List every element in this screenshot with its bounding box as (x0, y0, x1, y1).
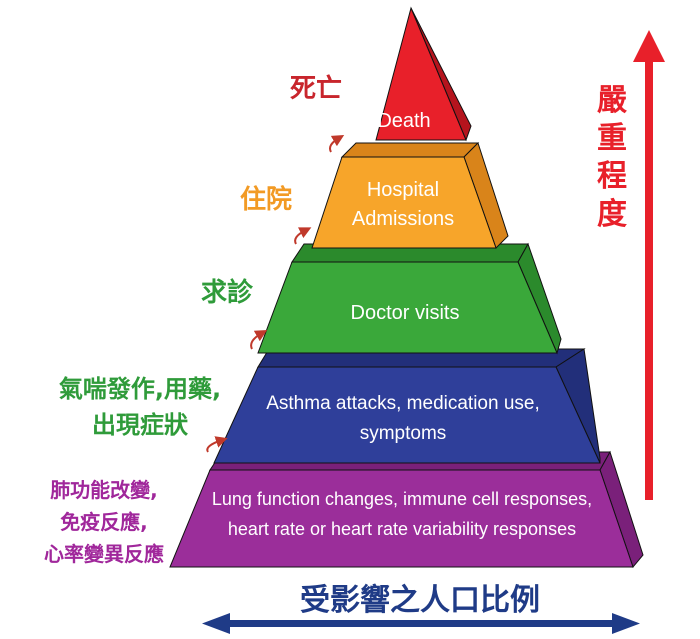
tier-lung-label-line-1: Lung function changes, immune cell respo… (212, 489, 592, 509)
tier-lung-front-face (169, 469, 634, 568)
progress-arrow-4 (329, 134, 345, 153)
zh-label-hospital-line-1: 住院 (240, 184, 292, 215)
tier-death-label-line-1: Death (377, 110, 430, 132)
progress-arrow-3 (294, 227, 312, 245)
severity-label-char: 嚴 (597, 83, 627, 118)
population-axis-label: 受影響之人口比例 (300, 583, 540, 618)
severity-arrow-head (633, 30, 665, 62)
zh-label-death-line-1: 死亡 (290, 73, 342, 104)
tier-hospital-top-face (340, 142, 480, 158)
tier-doctor-label-line-1: Doctor visits (351, 302, 460, 324)
severity-label-char: 度 (597, 197, 627, 232)
zh-label-lung-line-1: 肺功能改變, (50, 478, 158, 502)
tier-death-front-face (375, 6, 467, 141)
population-axis: 受影響之人口比例 (202, 583, 640, 634)
tier-lung-label-line-2: heart rate or heart rate variability res… (228, 519, 576, 539)
severity-arrow-shaft (645, 60, 653, 500)
tier-hospital-front-face (311, 156, 497, 249)
population-arrow-shaft (215, 620, 620, 627)
tier-doctor-front-face (257, 261, 558, 354)
progress-arrow-2 (250, 330, 268, 350)
tier-lung: Lung function changes, immune cell respo… (169, 450, 644, 569)
severity-axis-label: 嚴重程度 (597, 83, 627, 232)
population-arrow-head-left (202, 613, 230, 634)
severity-label-char: 重 (597, 121, 627, 156)
tier-asthma-label-line-2: symptoms (360, 423, 447, 444)
population-arrow-head-right (612, 613, 640, 634)
severity-axis: 嚴重程度 (597, 30, 665, 500)
tier-hospital-label-line-2: Admissions (352, 208, 454, 230)
severity-label-char: 程 (597, 159, 627, 194)
pyramid: Lung function changes, immune cell respo… (169, 6, 644, 569)
tier-hospital-label-line-1: Hospital (367, 179, 439, 201)
progress-arrow-1 (206, 436, 228, 453)
tier-asthma-front-face (213, 366, 601, 464)
zh-label-doctor-line-1: 求診 (201, 277, 254, 308)
tier-asthma-label-line-1: Asthma attacks, medication use, (266, 393, 540, 414)
zh-label-lung-line-2: 免疫反應, (60, 510, 148, 534)
tier-doctor: Doctor visits (257, 242, 562, 355)
tier-death: Death (375, 6, 472, 142)
tier-progress-arrows (206, 134, 345, 453)
tier-asthma: Asthma attacks, medication use, symptoms (213, 348, 601, 464)
zh-label-asthma-line-2: 出現症狀 (92, 411, 189, 439)
zh-label-lung-line-3: 心率變異反應 (44, 542, 164, 566)
zh-label-asthma-line-1: 氣喘發作,用藥, (59, 375, 221, 403)
